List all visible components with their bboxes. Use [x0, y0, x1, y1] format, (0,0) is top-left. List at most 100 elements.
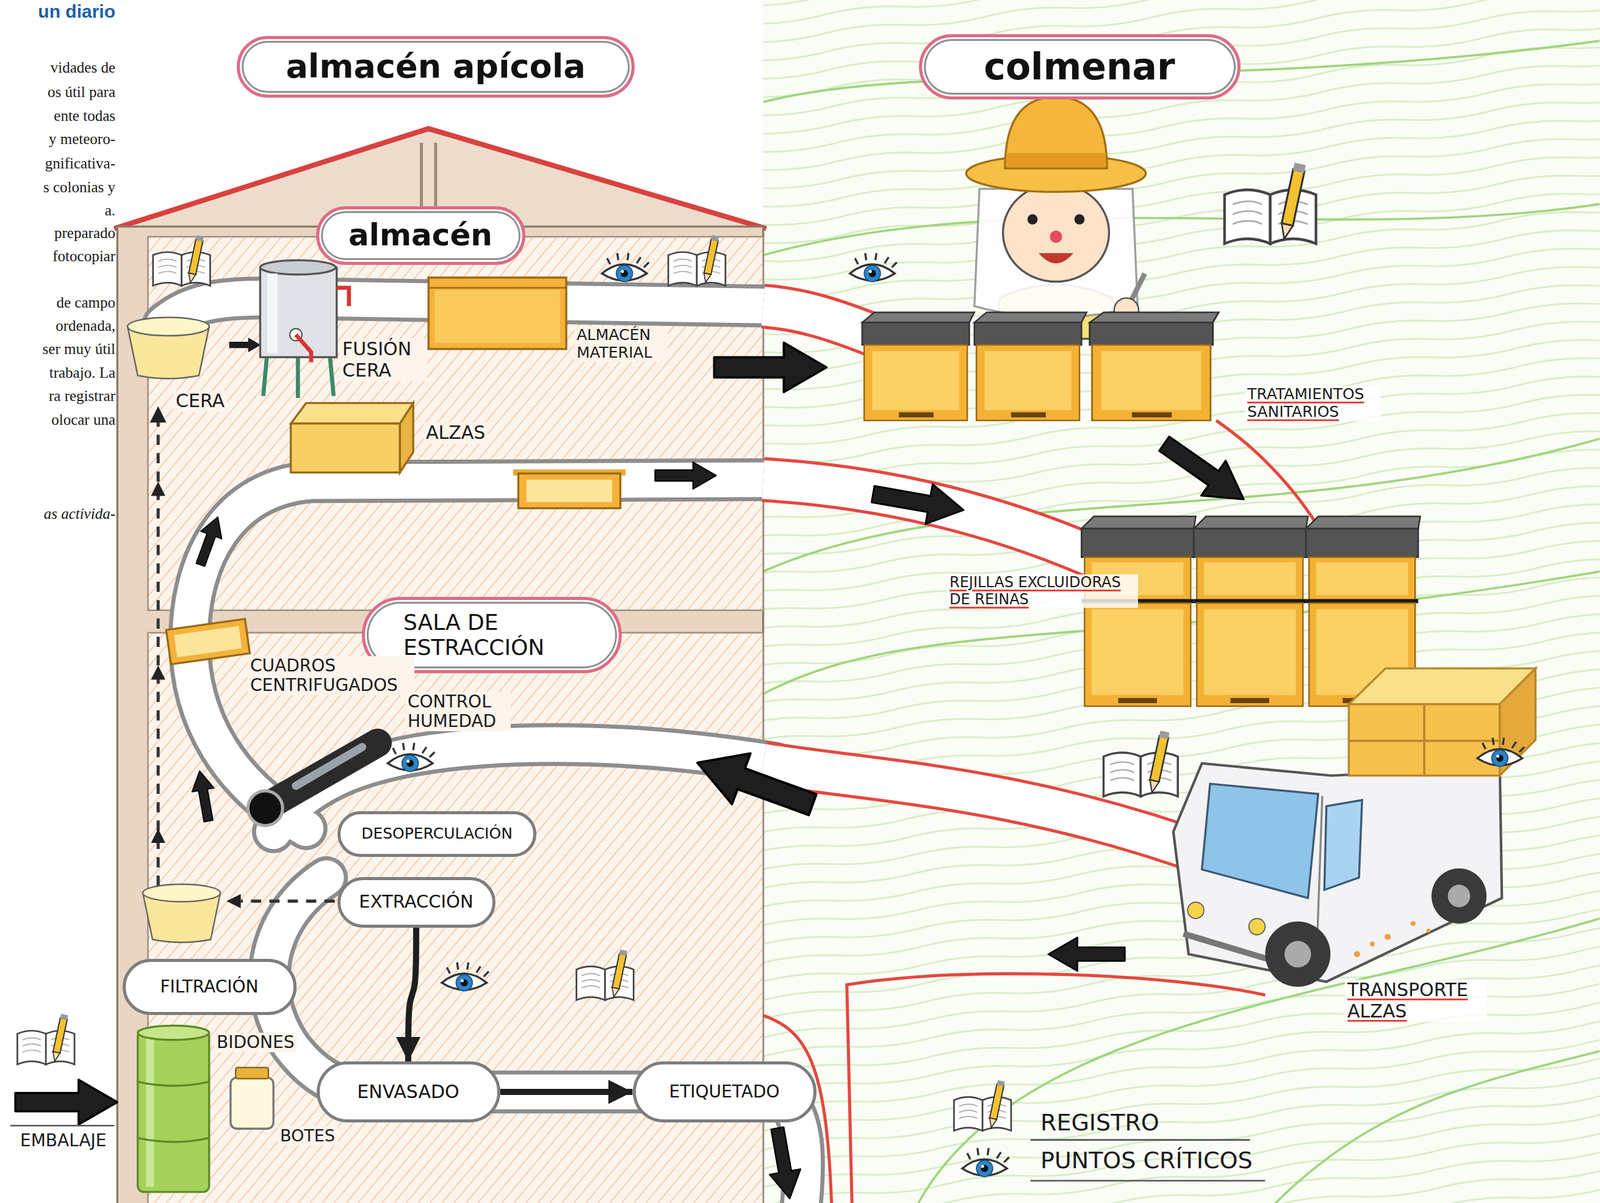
wax-melter — [336, 288, 350, 307]
text-fragment: fotocopiar — [52, 247, 116, 266]
inner-road — [269, 877, 804, 1203]
process-pill: FILTRACIÓN — [122, 958, 297, 1015]
truck — [1284, 940, 1311, 968]
field — [763, 0, 1600, 1203]
part-label: BIDONES — [214, 1032, 297, 1053]
truck — [1348, 704, 1425, 741]
text-fragment: ra registrar — [48, 387, 116, 406]
drawing — [862, 312, 975, 421]
title-pill: almacén — [316, 206, 526, 265]
field — [763, 203, 1600, 256]
record-notebooks — [576, 949, 635, 1001]
honey-jar — [235, 1067, 269, 1079]
critical-point-eyes — [387, 742, 435, 772]
house — [421, 142, 436, 210]
node-text: almacén apícola — [285, 47, 586, 86]
text-fragment: ser muy útil — [42, 340, 116, 359]
text-fragment: olocar una — [51, 411, 116, 429]
flow-arrow — [408, 927, 417, 1062]
part-label: CONTROL HUMEDAD — [405, 691, 511, 732]
record-notebooks — [17, 162, 1316, 1131]
truck — [1410, 920, 1416, 926]
inner-road — [269, 877, 804, 1203]
text-fragment: preparado — [54, 224, 116, 243]
task-label: REJILLAS EXCLUIDORAS DE REINAS — [947, 574, 1139, 608]
material-box — [428, 277, 567, 350]
record-notebooks — [953, 1080, 1012, 1131]
wax-melter — [267, 273, 278, 353]
route-line — [846, 973, 1266, 1203]
drum — [137, 1025, 210, 1192]
process-pill: EXTRACCIÓN — [337, 876, 496, 928]
title-pill: almacén apícola — [236, 36, 635, 98]
process-pill: ENVASADO — [316, 1061, 501, 1123]
critical-point-eyes — [601, 253, 649, 282]
wax-return-line — [241, 899, 336, 903]
wax-return-line — [226, 893, 241, 909]
truck — [1202, 783, 1319, 898]
drum — [145, 1038, 154, 1187]
truck — [1424, 704, 1500, 741]
truck — [1431, 868, 1487, 924]
flow-arrows — [1048, 937, 1125, 971]
task-label: TRATAMIENTOS SANITARIOS — [1244, 385, 1381, 422]
truck — [1384, 933, 1391, 940]
node-text: SALA DE ESTRACCIÓN — [403, 609, 581, 661]
field — [1275, 1050, 1600, 1203]
wax-return-line — [150, 405, 167, 423]
node-text: colmenar — [983, 45, 1175, 88]
flow-arrows — [15, 1079, 118, 1125]
text-fragment: vidades de — [50, 59, 116, 77]
record-notebooks — [668, 234, 726, 286]
super-box — [399, 402, 414, 473]
flow-arrows — [688, 737, 822, 830]
super-frame — [526, 479, 613, 503]
beekeeper — [965, 97, 1146, 339]
honey-jar — [230, 1067, 274, 1129]
record-notebooks — [17, 1013, 75, 1065]
critical-point-eyes — [441, 962, 489, 991]
drawing — [10, 0, 1600, 1203]
flow-arrows — [229, 338, 260, 352]
drum — [137, 1030, 210, 1192]
critical-point-eyes — [850, 253, 898, 282]
drawing — [974, 312, 1087, 421]
truck — [1354, 950, 1361, 957]
beekeeper — [1006, 153, 1107, 168]
extracted-frame — [173, 626, 242, 658]
node-text: FILTRACIÓN — [160, 976, 259, 997]
flow-arrows — [15, 338, 1256, 1201]
flow-arrows — [869, 474, 968, 530]
wax-return-line — [150, 828, 165, 843]
part-label: EMBALAJE — [20, 1130, 107, 1151]
critical-point-eyes — [962, 1147, 1010, 1177]
material-box — [434, 289, 561, 343]
legend-entry: REGISTRO — [1040, 1109, 1160, 1137]
critical-point-eyes — [1477, 737, 1525, 767]
part-label: ALZAS — [423, 422, 488, 444]
truck — [1173, 668, 1536, 987]
node-text: DESOPERCULACIÓN — [361, 825, 513, 843]
part-label: ALMACÉN MATERIAL — [574, 326, 668, 362]
wax-melter — [259, 259, 349, 398]
legend-rule — [1030, 1139, 1266, 1181]
text-fragment: de campo — [56, 294, 116, 312]
super-box — [291, 402, 414, 423]
inner-road — [189, 479, 776, 829]
truck — [1348, 740, 1425, 776]
truck — [1324, 800, 1363, 890]
inner-road — [189, 479, 776, 829]
super-frame — [513, 469, 626, 509]
legend-text: PUNTOS CRÍTICOS — [1040, 1146, 1253, 1174]
part-label: CERA — [173, 390, 228, 412]
text-fragment: ente todas — [53, 107, 116, 126]
extracted-frame — [165, 618, 250, 664]
truck — [1448, 884, 1471, 908]
drawing — [1193, 516, 1308, 707]
part-label: BOTES — [277, 1125, 338, 1145]
node-text: EXTRACCIÓN — [358, 891, 473, 912]
task-label: TRANSPORTE ALZAS — [1344, 979, 1488, 1022]
process-pill: DESOPERCULACIÓN — [337, 810, 537, 857]
